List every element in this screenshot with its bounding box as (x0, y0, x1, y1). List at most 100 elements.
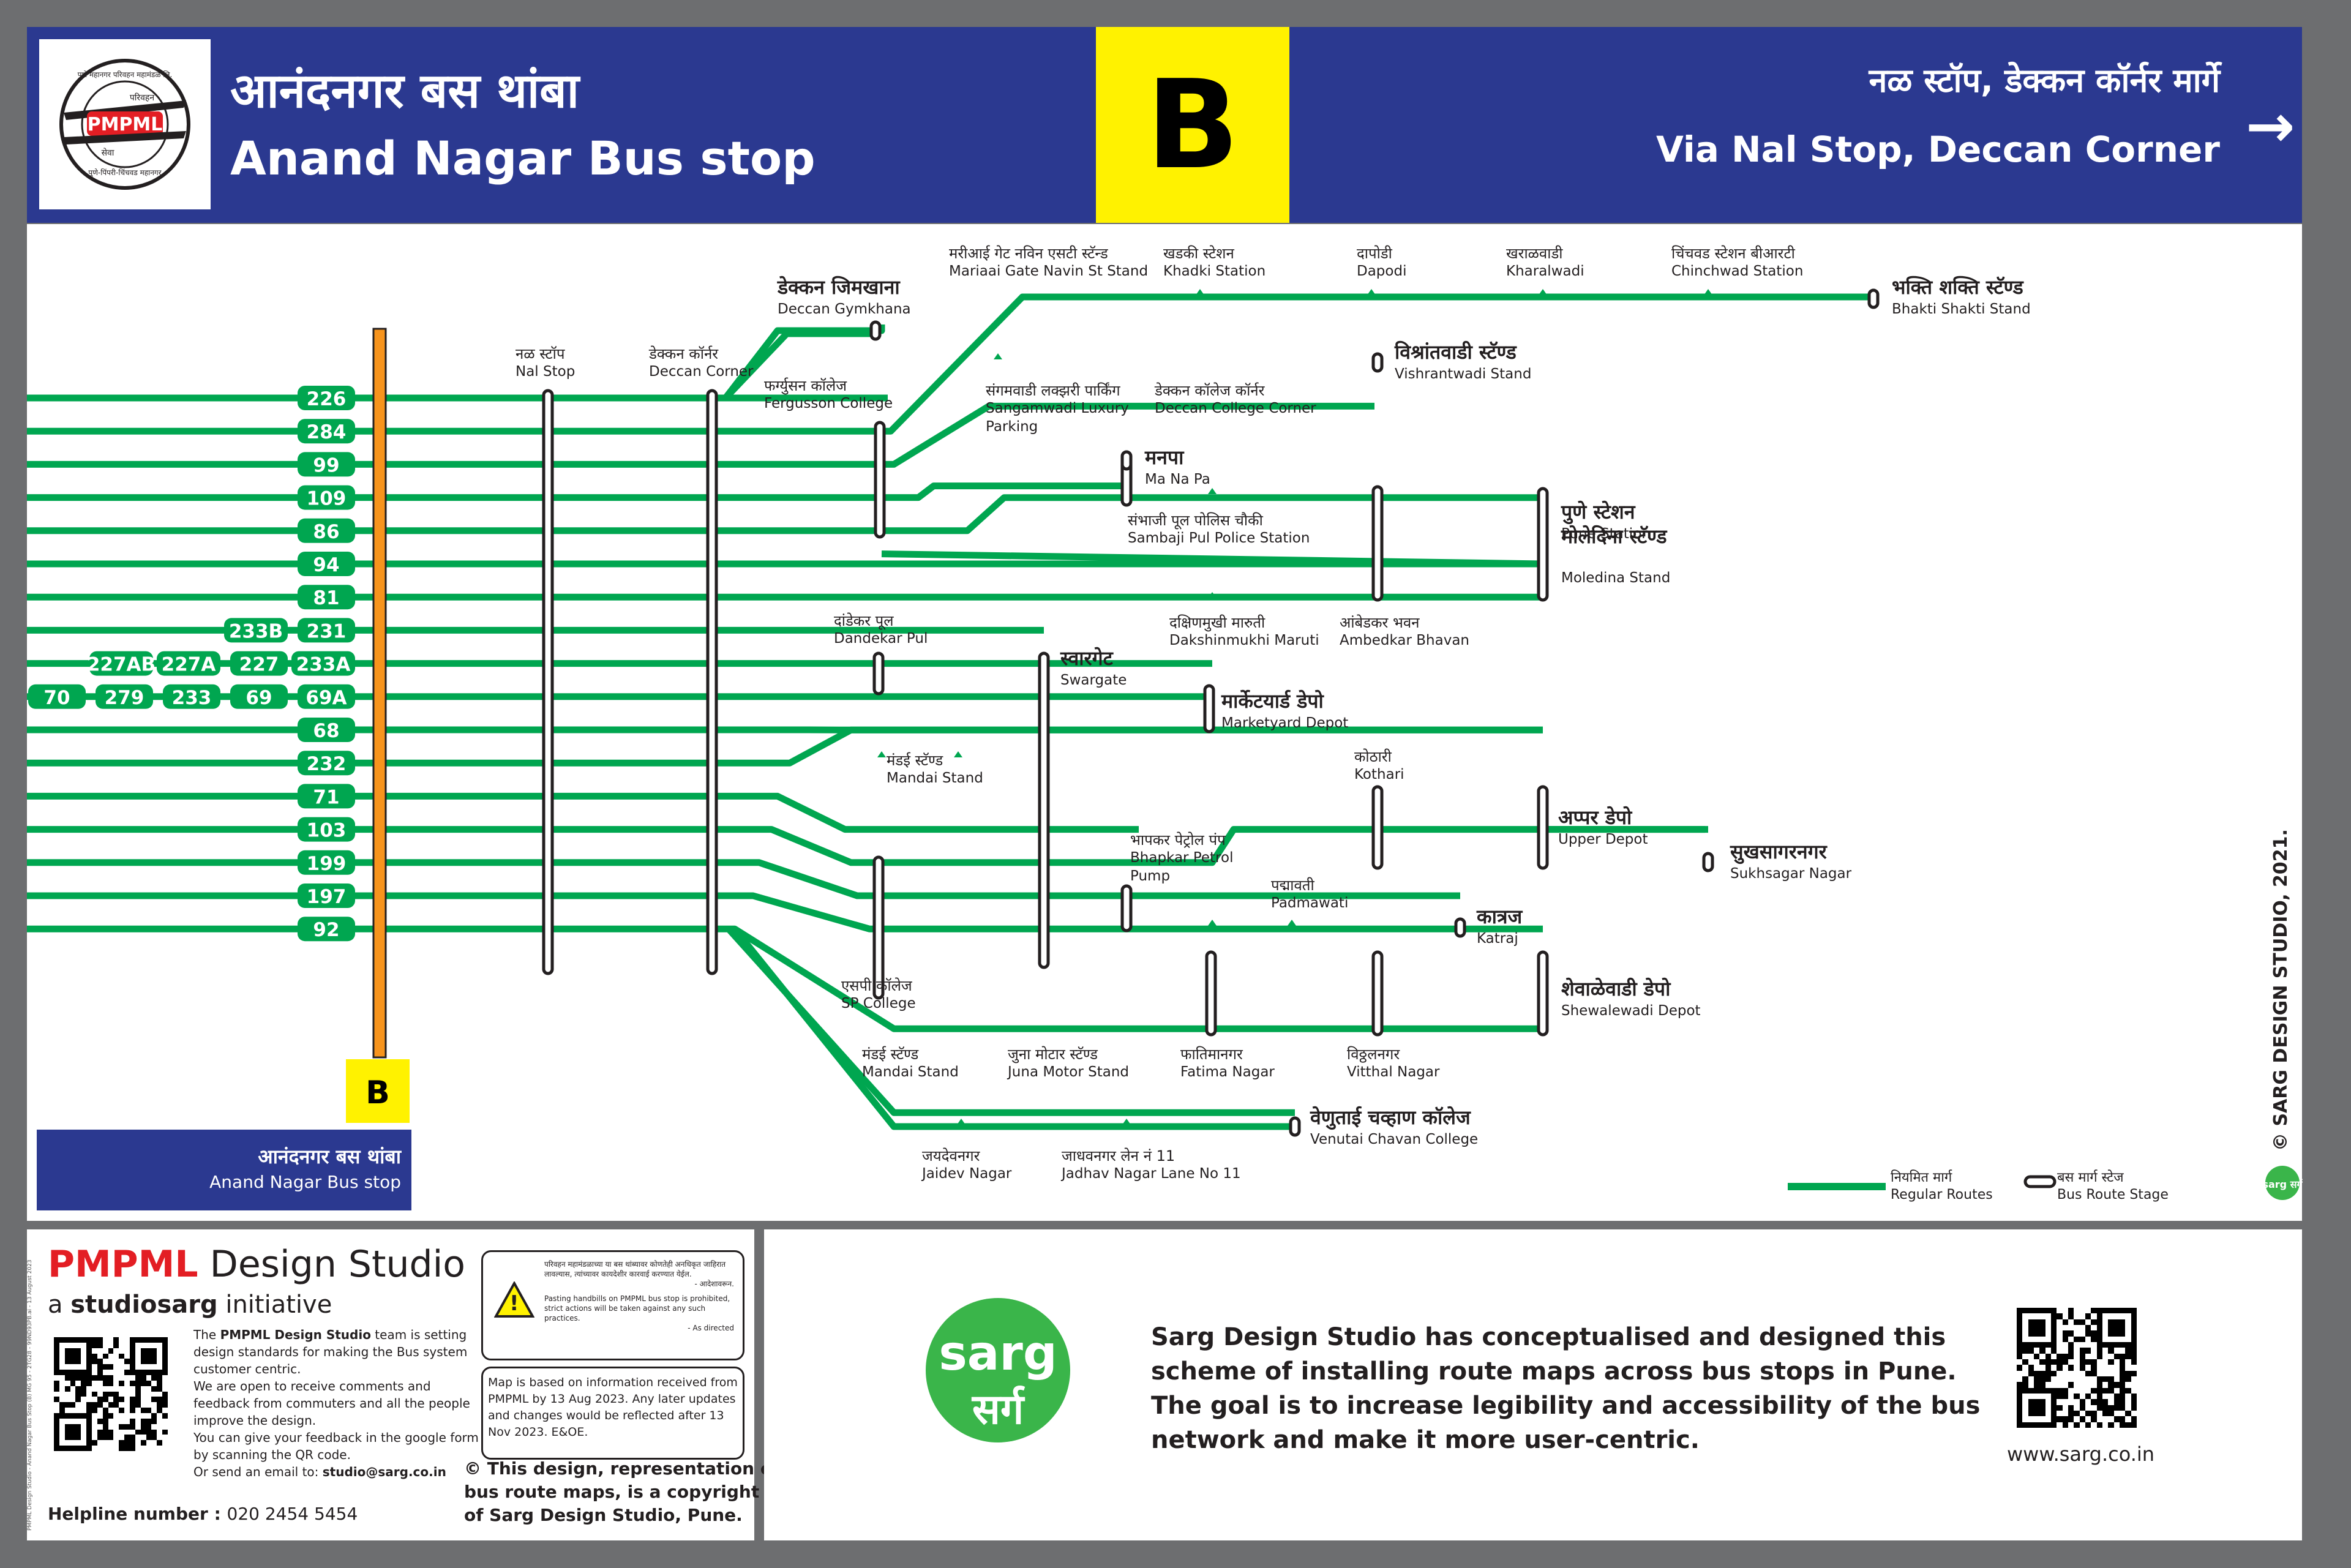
qr-module (2108, 1376, 2114, 1382)
stage-marker (872, 855, 885, 1000)
stop-label: मार्केटयार्ड डेपोMarketyard Depot (1221, 689, 1348, 731)
stop-name-english: Kothari (1354, 767, 1404, 782)
stop-tick (1367, 289, 1376, 295)
stop-name-marathi: आनंदनगर बस थांबा (230, 64, 579, 119)
qr-module (135, 1397, 141, 1403)
route-badge[interactable] (298, 917, 355, 942)
qr-module (65, 1381, 70, 1386)
design-studio-description: The PMPML Design Studio team is setting … (193, 1326, 490, 1480)
qr-module (2091, 1342, 2096, 1348)
qr-module (97, 1408, 103, 1413)
stage-marker (1038, 651, 1050, 969)
route-badge[interactable] (298, 751, 355, 776)
qr-module (2091, 1313, 2096, 1319)
qr-module (108, 1408, 114, 1413)
route-badge[interactable] (298, 386, 355, 410)
route-number: 231 (307, 620, 347, 642)
qr-module (2091, 1382, 2096, 1387)
route-badge[interactable] (298, 419, 355, 444)
design-copyright: © This design, representation of bus rou… (464, 1458, 780, 1525)
qr-module (103, 1386, 108, 1392)
qr-module (2108, 1422, 2114, 1428)
qr-module (2085, 1410, 2091, 1417)
qr-module (86, 1342, 92, 1348)
qr-module (129, 1353, 135, 1359)
qr-code-icon[interactable] (54, 1337, 168, 1451)
route-badge[interactable] (230, 684, 288, 709)
route-badge[interactable] (89, 651, 153, 676)
qr-module (2102, 1376, 2109, 1382)
qr-module (157, 1348, 162, 1354)
route-badge[interactable] (298, 684, 355, 709)
route-badge[interactable] (298, 585, 355, 610)
route-badge[interactable] (298, 618, 355, 643)
initiative-post: initiative (217, 1291, 332, 1319)
qr-module (2034, 1313, 2039, 1319)
legend-regular-english: Regular Routes (1891, 1187, 1993, 1202)
route-badge[interactable] (28, 684, 86, 709)
qr-module (75, 1343, 81, 1348)
qr-module (108, 1348, 114, 1354)
qr-module (2045, 1330, 2051, 1336)
qr-module (135, 1408, 141, 1413)
qr-module (2091, 1370, 2097, 1376)
email-link[interactable]: studio@sarg.co.in (322, 1465, 446, 1479)
qr-module (86, 1348, 92, 1354)
qr-module (97, 1413, 103, 1419)
route-badge[interactable] (224, 618, 288, 643)
qr-module (2051, 1382, 2057, 1387)
qr-module (86, 1424, 92, 1430)
route-badge[interactable] (291, 651, 355, 676)
qr-module (113, 1397, 119, 1403)
via-english: Via Nal Stop, Deccan Corner (1655, 129, 2220, 170)
qr-module (103, 1348, 108, 1354)
qr-module (86, 1364, 92, 1370)
qr-module (129, 1440, 135, 1446)
route-badge[interactable] (298, 718, 355, 742)
sarg-url[interactable]: www.sarg.co.in (2007, 1442, 2155, 1466)
qr-module (124, 1397, 130, 1402)
qr-module (64, 1370, 70, 1375)
qr-module (64, 1424, 70, 1430)
route-badge[interactable] (298, 850, 355, 875)
route-line (27, 482, 1130, 501)
qr-module (2085, 1313, 2091, 1319)
qr-module (2125, 1422, 2131, 1428)
qr-module (135, 1380, 141, 1386)
qr-module (2074, 1405, 2079, 1411)
qr-module (81, 1402, 86, 1408)
route-badge[interactable] (163, 684, 220, 709)
qr-module (2050, 1416, 2057, 1422)
qr-module (119, 1343, 124, 1348)
qr-module (2028, 1370, 2034, 1376)
route-badge[interactable] (298, 452, 355, 477)
stop-name-marathi: मंडई स्टॅण्ड (862, 1046, 919, 1063)
route-badge[interactable] (96, 684, 153, 709)
qr-module (2063, 1308, 2068, 1313)
stop-name-english: Jadhav Nagar Lane No 11 (1060, 1166, 1241, 1182)
qr-module (59, 1435, 65, 1440)
qr-module (2039, 1354, 2045, 1359)
qr-module (2017, 1387, 2023, 1394)
qr-module (64, 1337, 70, 1343)
qr-module (2045, 1394, 2051, 1399)
qr-code-icon[interactable] (2017, 1308, 2137, 1428)
qr-module (146, 1348, 152, 1354)
route-badge[interactable] (298, 817, 355, 842)
qr-module (86, 1429, 92, 1435)
qr-module (2057, 1422, 2062, 1428)
qr-module (157, 1364, 162, 1370)
qr-module (54, 1380, 59, 1386)
route-badge[interactable] (298, 485, 355, 510)
route-badge[interactable] (157, 651, 220, 676)
route-badge[interactable] (298, 552, 355, 576)
route-badge[interactable] (298, 784, 355, 809)
route-badge[interactable] (298, 883, 355, 908)
qr-module (151, 1429, 157, 1435)
qr-module (2085, 1376, 2091, 1382)
route-badge[interactable] (298, 518, 355, 543)
route-badge[interactable] (230, 651, 288, 676)
qr-module (2063, 1405, 2068, 1411)
qr-module (2022, 1319, 2028, 1325)
qr-module (2125, 1348, 2131, 1354)
